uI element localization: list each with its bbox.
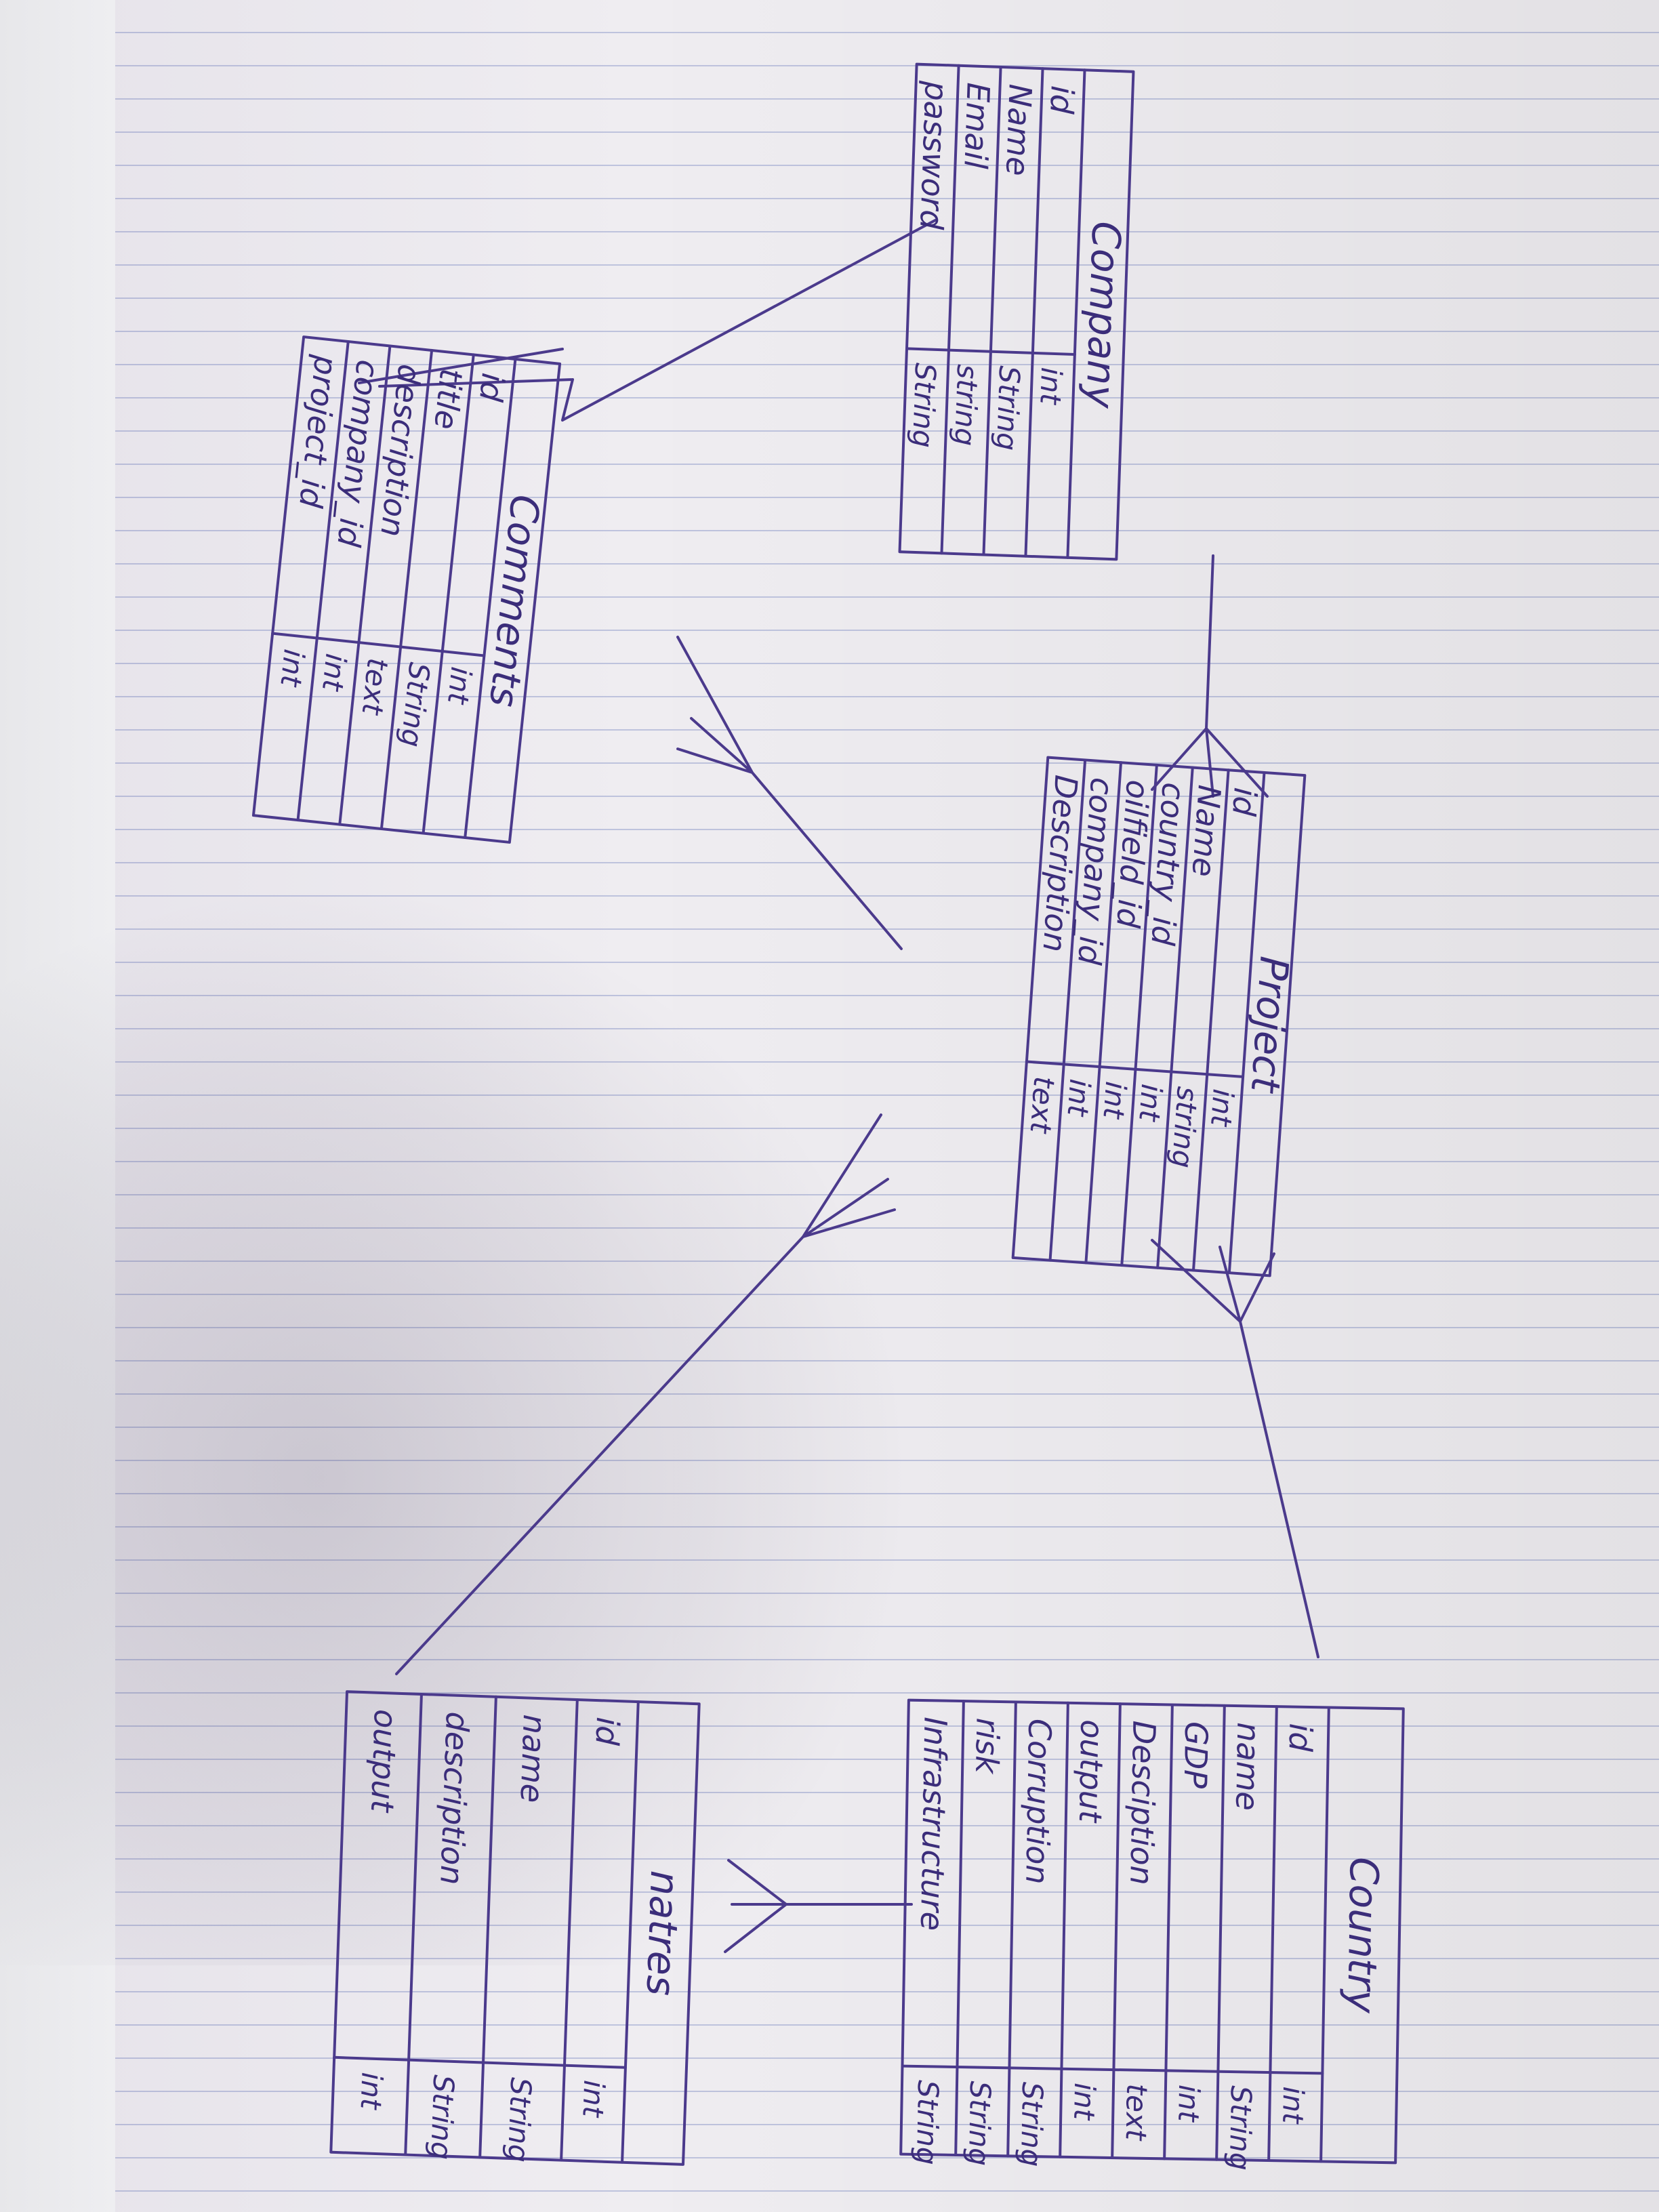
rel-company-comments [358, 219, 937, 422]
rel-project-comments [676, 636, 903, 950]
project-attr-type: int [1132, 1083, 1168, 1124]
hand-shadow [0, 881, 915, 1965]
natres-attr-type: int [354, 2072, 388, 2111]
comments-attr-type: int [441, 665, 478, 707]
rel-company-project [1151, 554, 1269, 798]
natres-attr-name: output [364, 1708, 404, 1814]
country-attr-type: String [962, 2081, 997, 2166]
country-attr-type: String [1015, 2082, 1049, 2167]
country-attr-name: Corruption [1019, 1719, 1058, 1885]
natres-attr-type: int [576, 2079, 611, 2118]
country-attr-type: int [1067, 2083, 1101, 2121]
country-attr-name: risk [968, 1717, 1006, 1776]
company-attr-name: password [913, 80, 955, 231]
country-attr-name: name [1229, 1722, 1267, 1811]
project-attr-type: string [1166, 1086, 1204, 1170]
country-box [899, 1698, 1405, 2165]
natres-title: natres [638, 1870, 688, 1996]
company-attr-type: string [948, 364, 984, 447]
country-attr-name: output [1072, 1719, 1111, 1824]
country-attr-type: text [1120, 2083, 1153, 2142]
company-attr-type: String [906, 363, 942, 449]
country-attr-type: String [910, 2080, 945, 2165]
country-attr-name: Desciption [1123, 1720, 1162, 1885]
project-box [1011, 756, 1307, 1277]
natres-attr-name: name [513, 1714, 553, 1803]
comments-attr-name: title [427, 367, 470, 431]
comments-attr-name: id [472, 371, 512, 404]
project-attr-name: id [1225, 786, 1264, 817]
rel-natres-project [395, 1113, 896, 1675]
project-attr-type: int [1097, 1080, 1132, 1121]
company-attr-type: String [990, 365, 1026, 451]
relationship-lines [358, 219, 1319, 1953]
natres-attr-name: id [588, 1717, 626, 1747]
rel-country-project [1151, 1239, 1319, 1658]
country-attr-name: id [1282, 1723, 1319, 1753]
company-attr-name: Name [999, 83, 1039, 177]
company-attr-type: int [1033, 367, 1068, 406]
country-title: Country [1338, 1857, 1387, 2014]
country-attr-name: Infrastructure [914, 1717, 954, 1931]
project-attr-type: int [1061, 1078, 1097, 1118]
comments-attr-type: text [355, 657, 394, 718]
natres-attr-name: description [433, 1711, 476, 1885]
entity-project: Project id int Name string country_id in… [1011, 756, 1307, 1277]
project-attr-type: int [1204, 1088, 1240, 1128]
comments-attr-type: String [394, 661, 436, 749]
project-attr-type: text [1024, 1076, 1061, 1135]
country-attr-type: String [1223, 2085, 1258, 2171]
project-title: Project [1242, 955, 1298, 1095]
paper-margin [0, 0, 115, 2212]
project-attr-name: Name [1185, 784, 1228, 878]
rel-country-natres [724, 1859, 913, 1953]
company-attr-name: id [1043, 85, 1080, 115]
natres-box [329, 1690, 701, 2166]
entity-comments: Comments id int title String description… [251, 335, 562, 844]
company-box [898, 62, 1135, 561]
country-attr-name: GDP [1177, 1721, 1215, 1789]
comments-attr-type: int [274, 648, 311, 689]
entity-company: Company id int Name String Email string … [898, 62, 1135, 561]
natres-attr-type: String [424, 2074, 460, 2160]
entity-natres: natres id int name String description St… [329, 1690, 701, 2166]
country-attr-type: int [1276, 2086, 1310, 2125]
company-title: Company [1077, 220, 1130, 409]
entity-country: Country id int name String GDP int Desci… [899, 1698, 1405, 2171]
natres-attr-type: String [501, 2077, 537, 2163]
country-attr-type: int [1172, 2085, 1206, 2123]
company-attr-name: Email [957, 82, 996, 170]
comments-attr-type: int [316, 652, 353, 693]
